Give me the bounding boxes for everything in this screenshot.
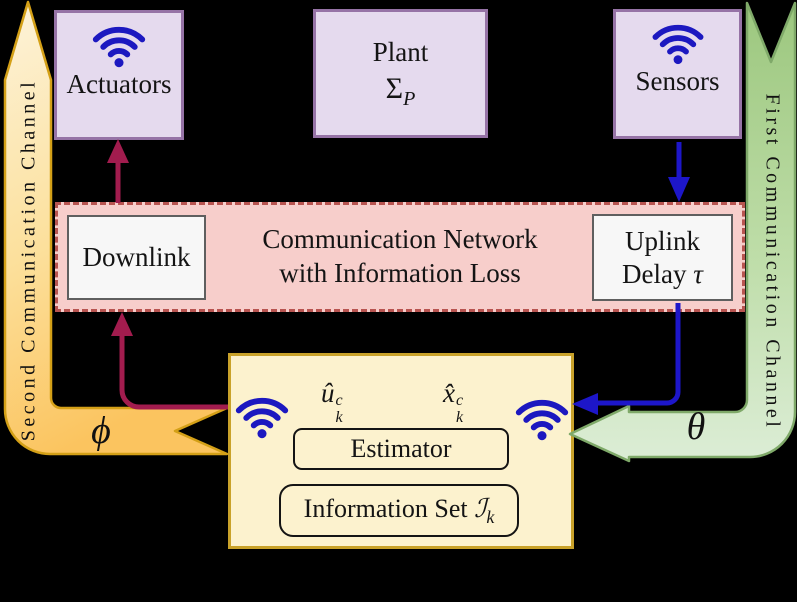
network-to-estimator-arrow (572, 303, 681, 415)
downlink-to-actuators-arrow (107, 139, 129, 203)
actuators-box: Actuators (54, 10, 184, 140)
plant-sigma-symbol: ΣP (385, 71, 416, 110)
plant-label: Plant (372, 36, 429, 67)
second-channel-label: Second Communication Channel (17, 78, 40, 442)
uplink-label-line2: Delay τ (622, 258, 703, 289)
actuators-label: Actuators (66, 69, 172, 99)
sensors-to-network-arrow (668, 142, 690, 202)
information-set-box: Information Set ℐk (279, 484, 519, 537)
information-set-label: Information Set ℐk (303, 493, 495, 527)
phi-symbol: ϕ (91, 410, 111, 452)
downlink-label: Downlink (82, 242, 191, 273)
wifi-icon (515, 394, 569, 441)
wifi-icon (235, 392, 289, 439)
uplink-delay-box: Uplink Delay τ (592, 214, 733, 301)
wifi-icon (92, 21, 146, 68)
uplink-label-line1: Uplink (624, 225, 700, 256)
estimator-to-network-arrow (111, 312, 228, 410)
sensors-box: Sensors (613, 9, 742, 139)
downlink-box: Downlink (67, 215, 206, 300)
theta-symbol: θ (686, 406, 706, 448)
sensors-label: Sensors (635, 66, 720, 96)
first-channel-label: First Communication Channel (761, 93, 784, 431)
estimator-label: Estimator (350, 434, 452, 464)
plant-box: Plant ΣP (313, 9, 488, 138)
estimator-box: Estimator (293, 428, 509, 470)
network-label-line1: Communication Network (262, 224, 538, 255)
wifi-icon (652, 19, 704, 65)
network-label-line2: with Information Loss (279, 258, 521, 288)
network-label: Communication Network with Information L… (262, 223, 537, 291)
